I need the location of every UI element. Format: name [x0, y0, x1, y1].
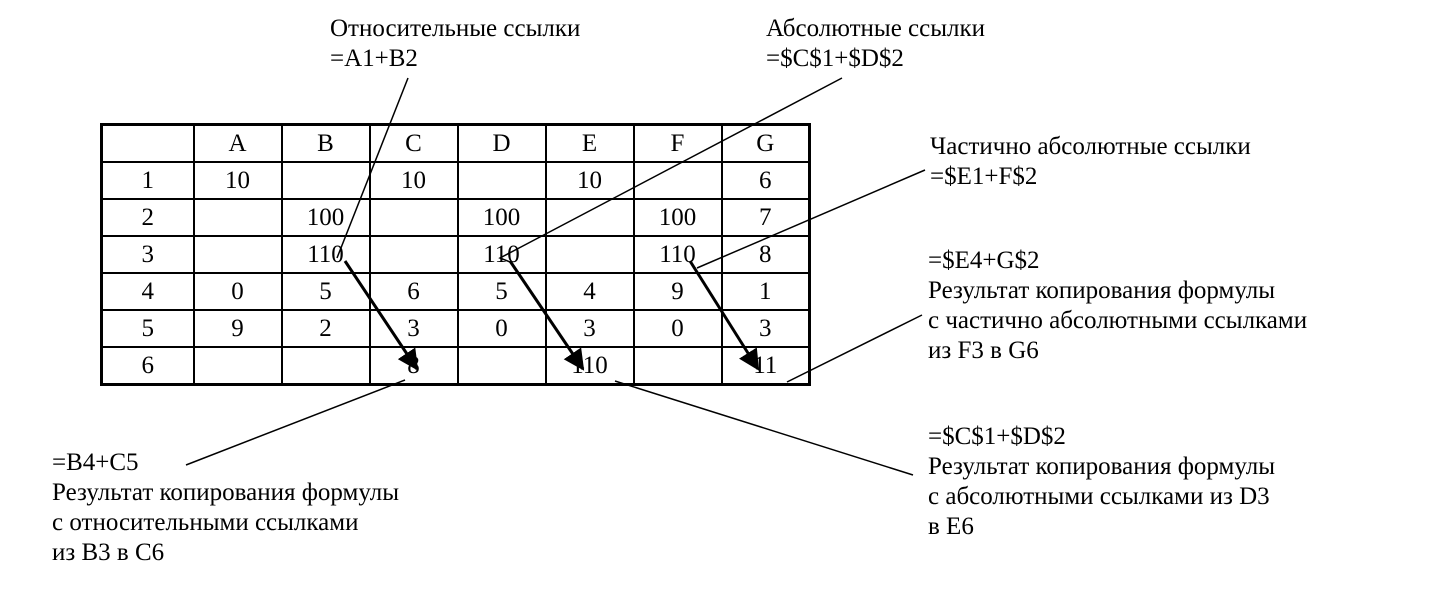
column-header-g: G: [720, 123, 811, 163]
cell-e3: [544, 235, 635, 274]
column-header-f: F: [632, 123, 723, 163]
mixed-result-line-1: Результат копирования формулы: [928, 277, 1276, 304]
absolute-refs-title: Абсолютные ссылки: [766, 15, 986, 42]
cell-e6: 110: [544, 346, 635, 386]
row-header: 6: [100, 346, 195, 386]
cell-e2: [544, 198, 635, 237]
cell-e5: 3: [544, 309, 635, 348]
cell-d1: [456, 161, 547, 200]
cell-f4: 9: [632, 272, 723, 311]
absolute-refs-annotation: Абсолютные ссылки =$C$1+$D$2: [766, 14, 985, 74]
cell-d6: [456, 346, 547, 386]
cell-e1: 10: [544, 161, 635, 200]
cell-d5: 0: [456, 309, 547, 348]
cell-g6: 11: [720, 346, 811, 386]
cell-c1: 10: [368, 161, 459, 200]
cell-b5: 2: [280, 309, 371, 348]
cell-b4: 5: [280, 272, 371, 311]
table-row: 2 100 100 100 7: [100, 198, 811, 237]
cell-d3: 110: [456, 235, 547, 274]
absolute-result-line-2: с абсолютными ссылками из D3: [928, 483, 1270, 510]
cell-g2: 7: [720, 198, 811, 237]
cell-b1: [280, 161, 371, 200]
cell-f5: 0: [632, 309, 723, 348]
cell-c2: [368, 198, 459, 237]
column-header-e: E: [544, 123, 635, 163]
cell-g1: 6: [720, 161, 811, 200]
cell-a2: [192, 198, 283, 237]
mixed-refs-formula: =$E1+F$2: [930, 163, 1038, 190]
absolute-refs-formula: =$C$1+$D$2: [766, 45, 904, 72]
cell-g3: 8: [720, 235, 811, 274]
cell-c3: [368, 235, 459, 274]
cell-e4: 4: [544, 272, 635, 311]
cell-b2: 100: [280, 198, 371, 237]
absolute-result-line-3: в E6: [928, 513, 974, 540]
relative-refs-annotation: Относительные ссылки =A1+B2: [330, 14, 580, 74]
table-row: 4 0 5 6 5 4 9 1: [100, 272, 811, 311]
cell-g4: 1: [720, 272, 811, 311]
cell-a4: 0: [192, 272, 283, 311]
relative-result-line-3: из B3 в C6: [52, 539, 165, 566]
absolute-result-annotation: =$C$1+$D$2 Результат копирования формулы…: [928, 422, 1275, 542]
corner-cell: [100, 123, 195, 163]
cell-g5: 3: [720, 309, 811, 348]
cell-b3: 110: [280, 235, 371, 274]
column-header-d: D: [456, 123, 547, 163]
relative-result-line-2: с относительными ссылками: [52, 509, 359, 536]
row-header: 1: [100, 161, 195, 200]
mixed-result-line-2: с частично абсолютными ссылками: [928, 307, 1308, 334]
mixed-refs-annotation: Частично абсолютные ссылки =$E1+F$2: [930, 132, 1251, 192]
row-header: 2: [100, 198, 195, 237]
column-header-row: A B C D E F G: [100, 123, 811, 163]
cell-d4: 5: [456, 272, 547, 311]
cell-c4: 6: [368, 272, 459, 311]
mixed-refs-title: Частично абсолютные ссылки: [930, 133, 1251, 160]
spreadsheet-table: A B C D E F G 1 10 10 10 6 2 100 100 100…: [100, 123, 811, 386]
column-header-b: B: [280, 123, 371, 163]
row-header: 4: [100, 272, 195, 311]
cell-d2: 100: [456, 198, 547, 237]
cell-f6: [632, 346, 723, 386]
cell-c5: 3: [368, 309, 459, 348]
table-row: 6 8 110 11: [100, 346, 811, 386]
cell-b6: [280, 346, 371, 386]
cell-a5: 9: [192, 309, 283, 348]
column-header-a: A: [192, 123, 283, 163]
relative-result-formula: =B4+C5: [52, 449, 139, 476]
mixed-result-annotation: =$E4+G$2 Результат копирования формулы с…: [928, 246, 1307, 366]
mixed-result-line-3: из F3 в G6: [928, 337, 1039, 364]
cell-f3: 110: [632, 235, 723, 274]
relative-refs-title: Относительные ссылки: [330, 15, 581, 42]
row-header: 5: [100, 309, 195, 348]
cell-c6: 8: [368, 346, 459, 386]
table-row: 5 9 2 3 0 3 0 3: [100, 309, 811, 348]
row-header: 3: [100, 235, 195, 274]
relative-result-line-1: Результат копирования формулы: [52, 479, 400, 506]
cell-f1: [632, 161, 723, 200]
absolute-result-line-1: Результат копирования формулы: [928, 453, 1276, 480]
cell-f2: 100: [632, 198, 723, 237]
cell-a6: [192, 346, 283, 386]
table-row: 3 110 110 110 8: [100, 235, 811, 274]
relative-refs-formula: =A1+B2: [330, 45, 418, 72]
mixed-result-formula: =$E4+G$2: [928, 247, 1040, 274]
column-header-c: C: [368, 123, 459, 163]
absolute-result-formula: =$C$1+$D$2: [928, 423, 1066, 450]
cell-a1: 10: [192, 161, 283, 200]
table-row: 1 10 10 10 6: [100, 161, 811, 200]
relative-result-annotation: =B4+C5 Результат копирования формулы с о…: [52, 448, 399, 568]
cell-a3: [192, 235, 283, 274]
absolute-result-leader-line: [614, 380, 914, 476]
